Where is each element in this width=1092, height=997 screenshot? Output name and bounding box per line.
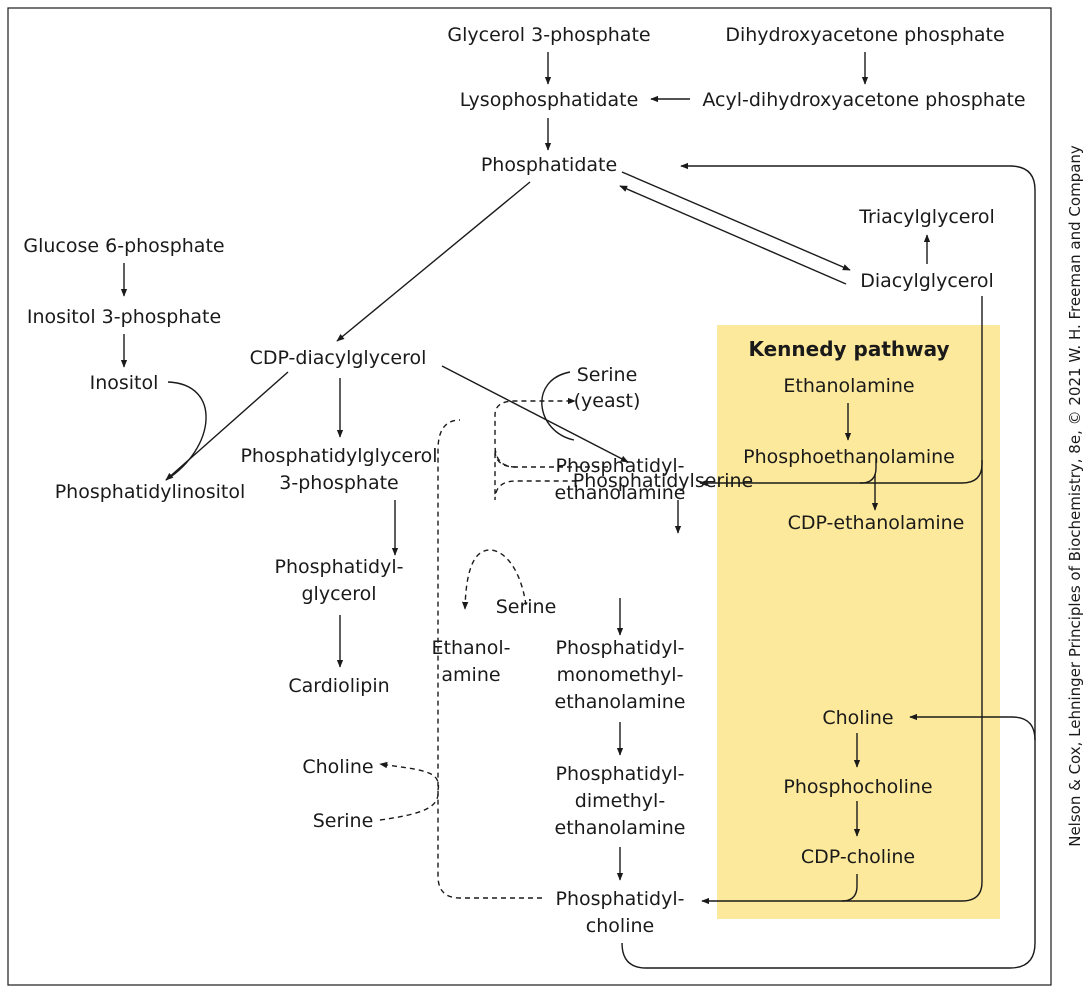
curve-serine-yeast — [541, 371, 575, 441]
label-phosphatidylinositol: Phosphatidylinositol — [55, 481, 246, 503]
label-cdp-diacylglycerol: CDP-diacylglycerol — [250, 347, 427, 369]
label-pe-2: ethanolamine — [555, 482, 686, 504]
credit-line: Nelson & Cox, Lehninger Principles of Bi… — [1066, 145, 1084, 847]
label-k-cdp-ethanolamine: CDP-ethanolamine — [788, 512, 965, 534]
label-pc-1: Phosphatidyl- — [556, 888, 685, 910]
label-inositol-3-phosphate: Inositol 3-phosphate — [27, 306, 221, 328]
label-k-phosphocholine: Phosphocholine — [783, 776, 932, 798]
arrow-pa-cdpdag — [336, 181, 531, 342]
label-pme-2: monomethyl- — [557, 664, 684, 686]
dashed-pc-side — [437, 419, 542, 899]
label-k-cdp-choline: CDP-choline — [801, 846, 915, 868]
label-inositol: Inositol — [90, 372, 159, 394]
label-phosphatidylglycerol-3-phosphate-2: 3-phosphate — [279, 472, 398, 494]
label-ethanolamine-2: amine — [441, 664, 500, 686]
label-lysophosphatidate: Lysophosphatidate — [460, 89, 639, 111]
kennedy-pathway-title: Kennedy pathway — [748, 337, 949, 361]
dashed-serine-ethanolamine — [461, 549, 527, 610]
curve-inositol-pi — [165, 381, 207, 481]
kennedy-pathway-box — [717, 325, 1000, 919]
label-pg-2: glycerol — [301, 583, 376, 605]
arrow-recycle-choline — [909, 713, 1036, 741]
line-dag-to-pc — [842, 460, 983, 902]
label-serine-yeast-note: (yeast) — [574, 390, 641, 412]
dashed-serine-in — [379, 789, 439, 821]
label-phosphatidylglycerol-3-phosphate: Phosphatidylglycerol — [240, 445, 437, 467]
labels: Glycerol 3-phosphate Dihydroxyacetone ph… — [23, 24, 1025, 937]
label-triacylglycerol: Triacylglycerol — [858, 206, 995, 228]
dashed-serine-choline — [379, 761, 440, 791]
dashed-pe-ps-loop — [494, 449, 608, 501]
label-phosphatidate: Phosphatidate — [481, 154, 617, 176]
label-choline-left: Choline — [302, 756, 373, 778]
label-serine-pe: Serine — [496, 596, 557, 618]
dashed-pe-to-ps — [494, 397, 576, 468]
label-pc-2: choline — [586, 915, 654, 937]
label-pg-1: Phosphatidyl- — [275, 556, 404, 578]
label-glycerol-3-phosphate: Glycerol 3-phosphate — [447, 24, 650, 46]
arrow-dag-pa — [619, 185, 847, 285]
label-diacylglycerol: Diacylglycerol — [860, 270, 994, 292]
label-serine-left: Serine — [313, 810, 374, 832]
label-pde-3: ethanolamine — [555, 817, 686, 839]
arrow-cdpdag-ps — [441, 365, 629, 463]
label-serine-yeast: Serine — [577, 364, 638, 386]
diagram-frame — [7, 7, 1052, 986]
label-pme-3: ethanolamine — [555, 691, 686, 713]
label-cardiolipin: Cardiolipin — [288, 675, 389, 697]
label-glucose-6-phosphate: Glucose 6-phosphate — [23, 235, 224, 257]
label-k-phosphoethanolamine: Phosphoethanolamine — [743, 446, 955, 468]
arrows — [120, 52, 1036, 969]
label-k-ethanolamine: Ethanolamine — [783, 375, 914, 397]
label-pde-1: Phosphatidyl- — [556, 763, 685, 785]
label-acyl-dhap: Acyl-dihydroxyacetone phosphate — [702, 89, 1025, 111]
arrow-pc-recycle-pa — [621, 162, 1036, 969]
label-phosphatidylserine: Phosphatidylserine — [573, 470, 754, 492]
label-dihydroxyacetone-phosphate: Dihydroxyacetone phosphate — [725, 24, 1004, 46]
label-pme-1: Phosphatidyl- — [556, 637, 685, 659]
label-k-choline: Choline — [822, 707, 893, 729]
arrow-pa-dag — [621, 171, 851, 271]
label-pe-1: Phosphatidyl- — [556, 455, 685, 477]
label-ethanolamine-1: Ethanol- — [432, 637, 511, 659]
label-pde-2: dimethyl- — [575, 790, 665, 812]
